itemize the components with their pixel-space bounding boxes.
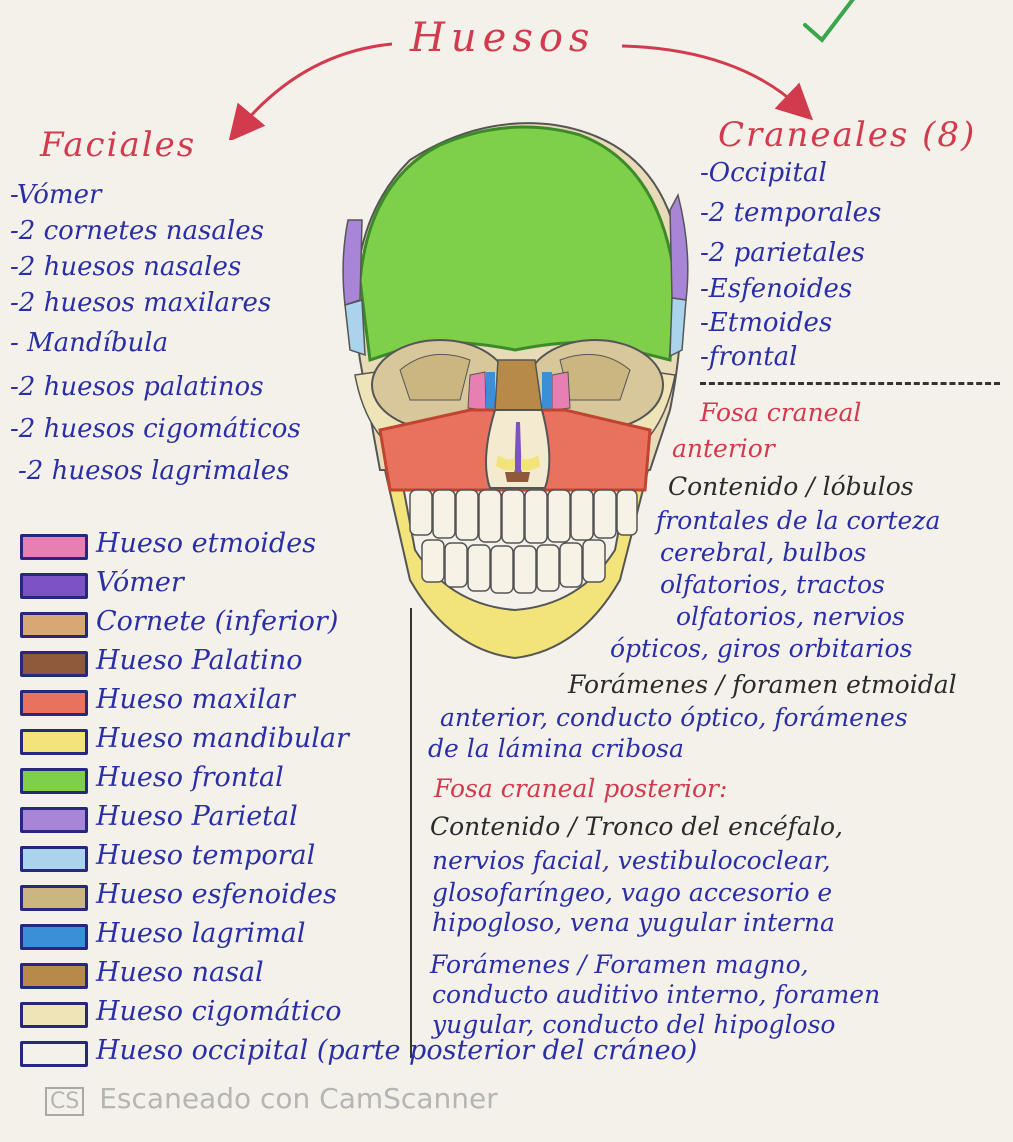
legend-label: Hueso esfenoides [96, 881, 337, 908]
lower-teeth [422, 540, 605, 593]
nasal-region [495, 360, 542, 410]
temporal-right [670, 298, 686, 356]
legend-label: Hueso Parietal [96, 803, 298, 830]
legend-label: Hueso maxilar [96, 686, 295, 713]
legend-label: Hueso nasal [96, 959, 264, 986]
faciales-item: -2 huesos palatinos [10, 374, 264, 400]
faciales-item: -2 huesos maxilares [10, 290, 271, 316]
legend-swatch [20, 885, 88, 911]
legend-swatch [20, 924, 88, 950]
fosa-posterior-foramenes: Forámenes / Foramen magno, [430, 952, 809, 977]
faciales-item: - Mandíbula [10, 330, 168, 356]
ethmoid-left [468, 372, 486, 410]
palatine-region [505, 472, 530, 482]
fosa-posterior-foramenes: conducto auditivo interno, foramen [432, 982, 880, 1007]
fosa-posterior-line: glosofaríngeo, vago accesorio e [432, 880, 832, 905]
fosa-anterior-heading-1: Fosa craneal [700, 400, 861, 425]
craneales-item: -2 temporales [700, 200, 881, 226]
craneales-item: -frontal [700, 344, 798, 370]
temporal-left [345, 300, 365, 355]
skull-illustration [330, 110, 700, 670]
arrow-to-craneales [622, 46, 800, 108]
fosa-anterior-heading-2: anterior [672, 436, 775, 461]
parietal-left [343, 220, 362, 305]
legend-swatch [20, 807, 88, 833]
faciales-item: -2 cornetes nasales [10, 218, 264, 244]
legend-swatch [20, 768, 88, 794]
legend-label: Vómer [96, 569, 184, 596]
upper-teeth [410, 490, 637, 543]
fosa-anterior-foramenes: Forámenes / foramen etmoidal [568, 672, 957, 697]
fosa-posterior-line: nervios facial, vestibulococlear, [432, 848, 831, 873]
legend-label: Hueso etmoides [96, 530, 316, 557]
fosa-anterior-line: frontales de la corteza [656, 508, 940, 533]
legend-label: Hueso mandibular [96, 725, 349, 752]
fosa-anterior-foramenes: anterior, conducto óptico, forámenes [440, 705, 908, 730]
legend-label: Cornete (inferior) [96, 608, 338, 635]
dashed-divider [700, 382, 1000, 385]
faciales-item: -2 huesos cigomáticos [10, 416, 301, 442]
ethmoid-right [552, 372, 570, 410]
fosa-posterior-line: Contenido / Tronco del encéfalo, [430, 814, 843, 839]
legend-swatch [20, 729, 88, 755]
scanner-badge: CS [45, 1087, 84, 1116]
scanner-watermark: CS Escaneado con CamScanner [45, 1082, 498, 1116]
legend-swatch [20, 651, 88, 677]
fosa-posterior-heading: Fosa craneal posterior: [434, 776, 727, 801]
craneales-item: -Etmoides [700, 310, 832, 336]
craneales-item: -Esfenoides [700, 276, 852, 302]
legend-swatch [20, 612, 88, 638]
fosa-anterior-line: Contenido / lóbulos [668, 474, 914, 499]
faciales-item: -2 huesos lagrimales [18, 458, 289, 484]
legend-label: Hueso frontal [96, 764, 284, 791]
legend-label: Hueso temporal [96, 842, 315, 869]
legend-swatch [20, 846, 88, 872]
fosa-anterior-line: ópticos, giros orbitarios [610, 636, 912, 661]
parietal-right [670, 195, 688, 300]
scanner-watermark-text: Escaneado con CamScanner [99, 1082, 497, 1115]
fosa-anterior-line: olfatorios, tractos [660, 572, 885, 597]
legend-swatch [20, 1002, 88, 1028]
fosa-anterior-line: cerebral, bulbos [660, 540, 866, 565]
legend-label: Hueso occipital (parte posterior del crá… [96, 1037, 697, 1064]
legend-swatch [20, 534, 88, 560]
lacrimal-right [542, 372, 552, 410]
legend-swatch [20, 963, 88, 989]
fosa-anterior-foramenes: de la lámina cribosa [428, 736, 684, 761]
vertical-divider [410, 608, 412, 1058]
faciales-heading: Faciales [40, 128, 196, 162]
lacrimal-left [486, 372, 495, 410]
fosa-posterior-line: hipogloso, vena yugular interna [432, 910, 835, 935]
legend-label: Hueso Palatino [96, 647, 303, 674]
faciales-item: -2 huesos nasales [10, 254, 241, 280]
legend-swatch [20, 1041, 88, 1067]
legend-swatch [20, 573, 88, 599]
legend-label: Hueso lagrimal [96, 920, 306, 947]
legend-swatch [20, 690, 88, 716]
craneales-item: -Occipital [700, 160, 827, 186]
craneales-item: -2 parietales [700, 240, 865, 266]
faciales-item: -Vómer [10, 182, 101, 208]
craneales-heading: Craneales (8) [718, 118, 976, 152]
fosa-anterior-line: olfatorios, nervios [676, 604, 905, 629]
fosa-posterior-foramenes: yugular, conducto del hipogloso [432, 1012, 835, 1037]
legend-label: Hueso cigomático [96, 998, 341, 1025]
